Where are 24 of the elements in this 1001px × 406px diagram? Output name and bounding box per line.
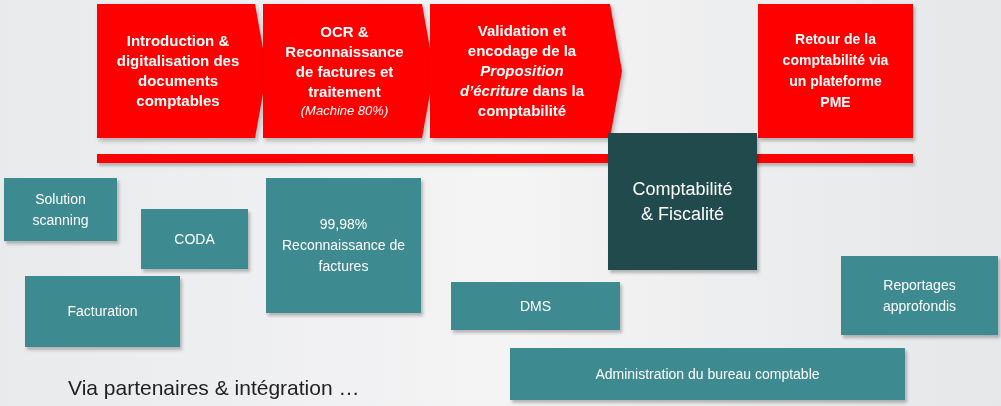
box-label: Solution scanning [31,189,90,230]
feature-box [4,178,117,241]
box-label: Introduction & digitalisation des documents comptables [115,31,241,111]
box-label: CODA [174,229,215,249]
box-label: 99,98% Reconnaissance de factures [281,215,406,276]
feature-box [25,276,180,347]
box-label: Comptabilité & Fiscalité [631,177,734,226]
feature-box [510,348,905,400]
category-box [608,133,757,270]
box-label: Validation et encodage de la Proposition d’écriture dans la comptabilité [458,21,586,121]
footer-note: Via partenaires & intégration … [68,375,360,401]
feature-box [451,282,620,330]
box-label: Reportages approfondis [881,275,958,316]
feature-box [841,256,998,335]
box-label: Facturation [67,302,138,321]
feature-box [266,178,421,313]
box-label: Administration du bureau comptable [595,364,820,384]
box-label: OCR & Reconnaissance de factures et traitement [284,22,405,102]
process-step [430,4,622,138]
box-label: Retour de la comptabilité via un plateforme PME [781,30,890,112]
box-note: (Machine 80%) [300,102,389,120]
process-step [758,4,913,138]
feature-box [141,209,248,269]
box-label: DMS [519,296,552,316]
